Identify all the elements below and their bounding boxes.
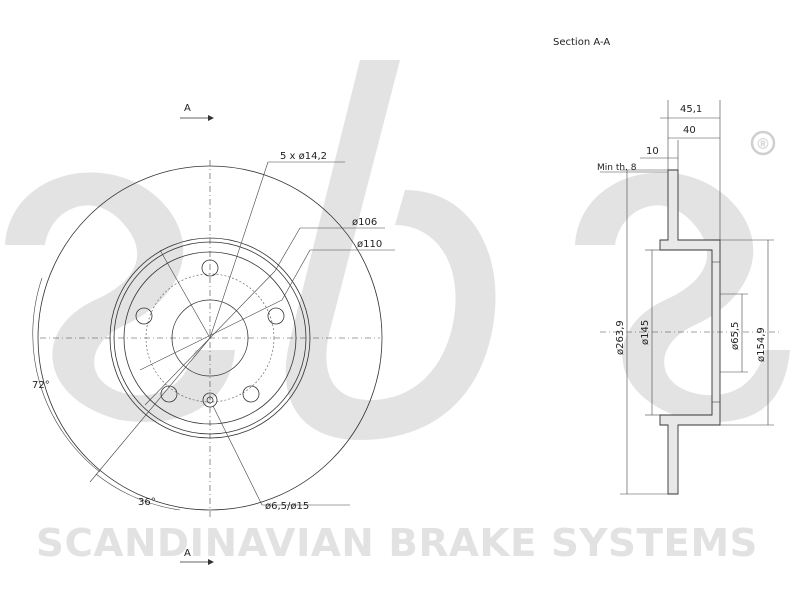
center-bore (171, 299, 249, 377)
angle-72-label: 72° (32, 380, 50, 391)
registered-trademark-mark: ® (750, 130, 776, 156)
hat-width-label: 40 (683, 125, 696, 136)
pcd-label: ø106 (352, 217, 377, 228)
small-hole-label: ø6,5/ø15 (265, 501, 309, 512)
front-view (32, 160, 383, 520)
svg-text:®: ® (756, 135, 771, 153)
bolt-hole (201, 259, 219, 277)
hat-diameter-label: ø154,9 (756, 327, 767, 362)
bolt-hole (135, 307, 153, 325)
bolt-holes (135, 259, 285, 403)
section-view (600, 100, 780, 495)
sbs-watermark-logo (5, 60, 790, 440)
svg-text:A: A (184, 103, 191, 114)
section-title: Section A-A (553, 37, 610, 48)
disc-thickness-label: 10 (646, 146, 659, 157)
company-name-watermark: SCANDINAVIAN BRAKE SYSTEMS (36, 521, 758, 565)
outer-diameter-label: ø263,9 (615, 320, 626, 355)
angle-36-label: 36° (138, 497, 156, 508)
locating-hole-outer (202, 392, 218, 408)
section-marker-top: A (180, 103, 214, 121)
bolt-hole (267, 307, 285, 325)
hub-outer (123, 251, 297, 425)
min-thickness-label: Min th. 8 (597, 163, 637, 173)
center-bore-label: ø65,5 (730, 322, 741, 350)
bolt-holes-label: 5 x ø14,2 (280, 151, 327, 162)
friction-ring-inner-edge (109, 237, 311, 439)
inner-diameter-label: ø145 (640, 320, 651, 345)
locating-hole-inner (206, 396, 214, 404)
hub-diameter-label: ø110 (357, 239, 382, 250)
svg-text:A: A (184, 548, 191, 559)
overall-width-label: 45,1 (680, 104, 702, 115)
disc-outer-edge (37, 165, 383, 511)
section-marker-bottom: A (180, 548, 214, 565)
bolt-hole (242, 385, 260, 403)
bolt-hole (160, 385, 178, 403)
